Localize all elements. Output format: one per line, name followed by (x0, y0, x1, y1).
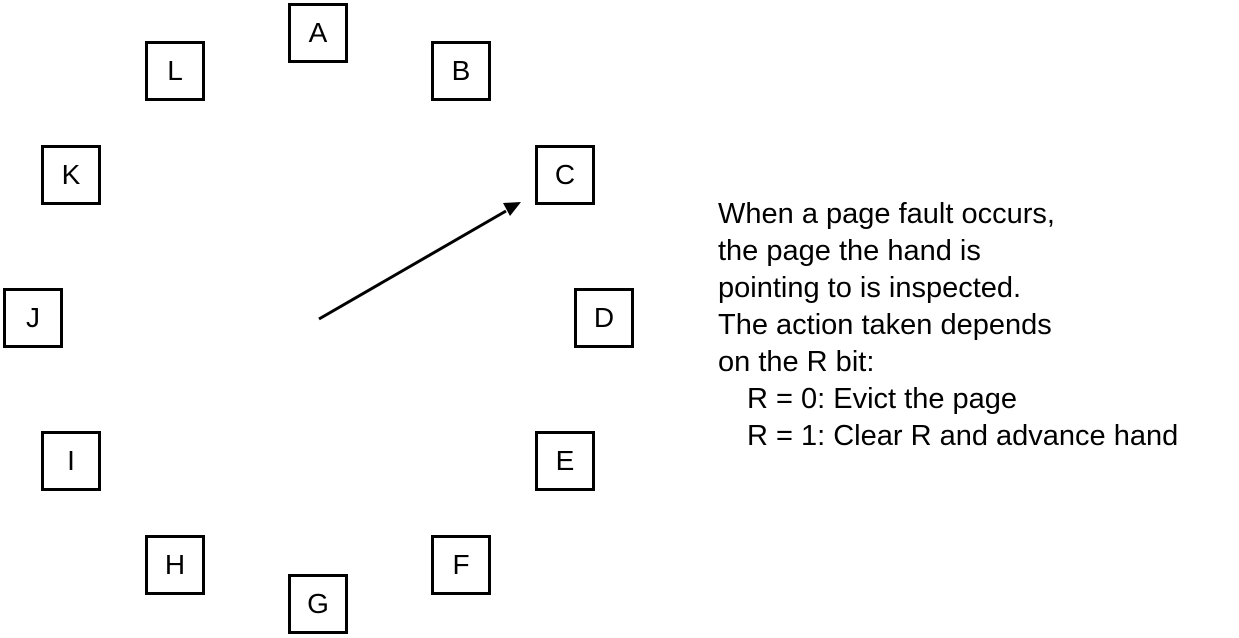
page-frame-k: K (41, 145, 101, 205)
clock-hand-shaft (318, 209, 507, 321)
page-frame-h: H (145, 535, 205, 595)
explanation-line: pointing to is inspected. (718, 272, 1022, 304)
page-frame-f: F (431, 535, 491, 595)
page-frame-g: G (288, 574, 348, 634)
clock-hand-arrowhead (503, 202, 521, 216)
explanation-line: The action taken depends (718, 309, 1052, 341)
explanation-line: When a page fault occurs, (718, 198, 1055, 230)
page-frame-j: J (3, 288, 63, 348)
page-frame-i: I (41, 431, 101, 491)
page-frame-l: L (145, 41, 205, 101)
page-frame-a: A (288, 3, 348, 63)
explanation-line: on the R bit: (718, 346, 875, 378)
rule-r-zero: R = 0: Evict the page (747, 383, 1018, 415)
page-frame-d: D (574, 288, 634, 348)
explanation-line: the page the hand is (718, 235, 981, 267)
rule-r-one: R = 1: Clear R and advance hand (747, 420, 1179, 452)
page-frame-e: E (535, 431, 595, 491)
page-frame-b: B (431, 41, 491, 101)
page-frame-c: C (535, 145, 595, 205)
page-fault-explanation: When a page fault occurs, the page the h… (718, 196, 1178, 455)
